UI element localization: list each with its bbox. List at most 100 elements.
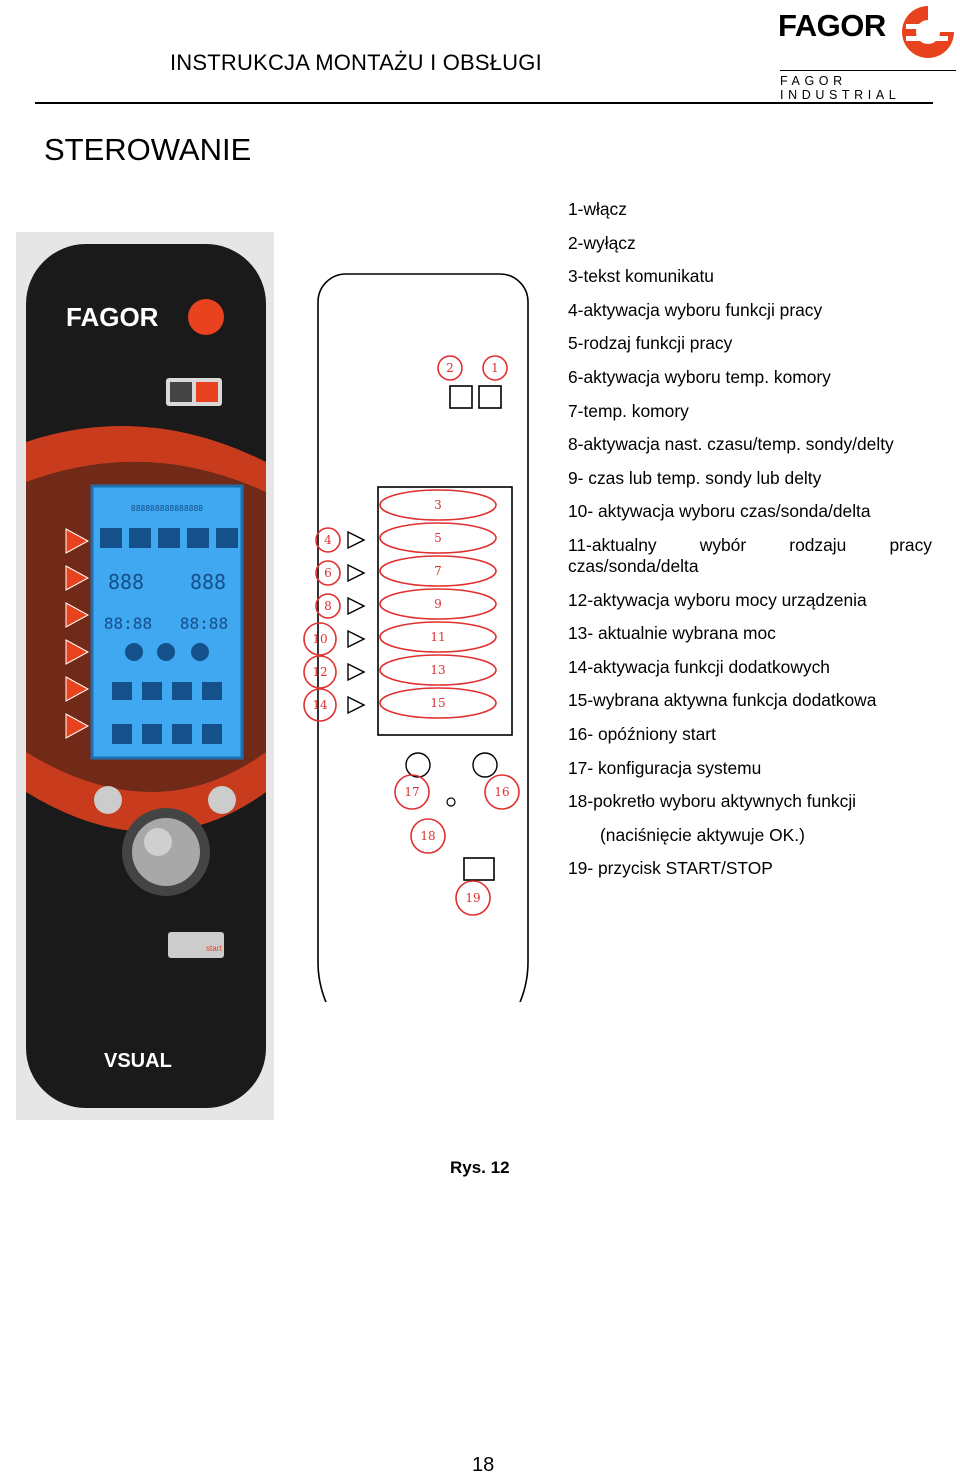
diagram-off-button [449, 385, 473, 409]
diagram-marker-circle [394, 774, 430, 810]
side-marker-label-5: 14 [312, 698, 328, 712]
panel-brand-text: FAGOR [66, 302, 159, 332]
diagram-config-button [405, 752, 431, 778]
legend-item-15: 15-wybrana aktywna funkcja dodatkowa [568, 690, 877, 711]
legend-item-4: 4-aktywacja wyboru funkcji pracy [568, 299, 823, 320]
diagram-arrow-icon [347, 530, 366, 550]
panel-config-button [94, 786, 122, 814]
diagram-arrow-icon [347, 596, 366, 616]
panel-delay-button [208, 786, 236, 814]
diagram-knob [446, 797, 456, 807]
diagram-marker-circle [455, 880, 491, 916]
diagram-marker-oval [379, 489, 497, 521]
legend-item-12: 12-aktywacja wyboru mocy urządzenia [568, 589, 867, 610]
legend-item-14: 14-aktywacja funkcji dodatkowych [568, 656, 830, 677]
oval-marker-label-6: 15 [430, 696, 445, 710]
legend-item-2: 2-wyłącz [568, 232, 636, 253]
diagram-marker-circle [410, 818, 446, 854]
lcd-temp-right: 888 [190, 570, 226, 594]
legend-item-1: 1-włącz [568, 199, 627, 219]
bottom-marker-label-1: 16 [494, 785, 509, 799]
lcd-mode-icon [158, 528, 180, 548]
lcd-extra-icon [172, 724, 192, 744]
oval-marker-label-2: 7 [434, 564, 442, 578]
legend-item-3: 3-tekst komunikatu [568, 266, 714, 287]
fagor-swoosh-icon [902, 6, 954, 58]
oval-marker-label-0: 3 [434, 498, 442, 512]
panel-arrow-button [65, 639, 90, 665]
lcd-extra-icon [202, 724, 222, 744]
lcd-temp-left: 888 [108, 570, 144, 594]
lcd-power-icon [142, 682, 162, 700]
panel-arrow-button [65, 528, 90, 554]
top-marker-label-0: 2 [446, 361, 454, 375]
legend-item-5: 5-rodzaj funkcji pracy [568, 333, 733, 354]
diagram-panel-outline [317, 273, 529, 1002]
diagram-marker-circle [303, 688, 337, 722]
lcd-time-left: 88:88 [104, 614, 152, 633]
legend-item-19: 19- przycisk START/STOP [568, 858, 773, 879]
side-marker-label-3: 10 [312, 632, 327, 646]
diagram-arrow-icon [347, 662, 366, 682]
legend-item-18-note: (naciśnięcie aktywuje OK.) [600, 824, 805, 845]
diagram-marker-oval [379, 588, 497, 620]
diagram-marker-circle [315, 527, 341, 553]
lcd-mode-icon [187, 528, 209, 548]
oval-marker-label-4: 11 [430, 630, 445, 644]
diagram-marker-circle [437, 355, 463, 381]
lcd-extra-icon [112, 724, 132, 744]
side-marker-label-1: 6 [324, 566, 332, 580]
diagram-marker-circle [303, 655, 337, 689]
diagram-marker-oval [379, 522, 497, 554]
lcd-mode-icon [100, 528, 122, 548]
bottom-marker-label-0: 17 [404, 785, 419, 799]
diagram-delay-button [472, 752, 498, 778]
legend-item-6: 6-aktywacja wyboru temp. komory [568, 366, 831, 387]
section-title: STEROWANIE [44, 132, 252, 167]
bottom-marker-label-2: 18 [420, 829, 435, 843]
bottom-marker-label-3: 19 [465, 891, 480, 905]
panel-swoosh-icon [188, 299, 224, 335]
oval-marker-label-3: 9 [434, 597, 442, 611]
diagram-marker-circle [303, 622, 337, 656]
legend-item-11: 11-aktualny wybór rodzaju pracy czas/son… [568, 534, 932, 576]
legend-item-16: 16- opóźniony start [568, 723, 716, 744]
diagram-marker-oval [379, 555, 497, 587]
side-marker-label-0: 4 [324, 533, 332, 547]
diagram-arrow-icon [347, 563, 366, 583]
diagram-marker-circle [315, 560, 341, 586]
diagram-on-button [478, 385, 502, 409]
lcd-clock-icon [157, 643, 175, 661]
diagram-start-stop-button [463, 857, 495, 881]
side-marker-label-2: 8 [324, 599, 332, 613]
control-panel-photo: FAGOR 888888888888888 888 888 88:88 88:8… [16, 232, 274, 1120]
lcd-power-icon [112, 682, 132, 700]
lcd-time-right: 88:88 [180, 614, 228, 633]
lcd-mode-icon [129, 528, 151, 548]
figure-caption: Rys. 12 [450, 1158, 510, 1177]
oval-marker-label-5: 13 [430, 663, 445, 677]
document-header-title: INSTRUKCJA MONTAŻU I OBSŁUGI [170, 50, 542, 75]
diagram-marker-circle [315, 593, 341, 619]
fagor-industrial-logo: FAGOR FAGOR INDUSTRIAL [776, 4, 956, 102]
brand-subtitle: FAGOR INDUSTRIAL [780, 74, 901, 102]
legend-item-9: 9- czas lub temp. sondy lub delty [568, 467, 822, 488]
legend-item-8: 8-aktywacja nast. czasu/temp. sondy/delt… [568, 434, 894, 455]
top-marker-label-1: 1 [491, 361, 499, 375]
diagram-marker-oval [379, 654, 497, 686]
controls-legend-list: 1-włącz 2-wyłącz 3-tekst komunikatu 4-ak… [568, 199, 932, 879]
oval-marker-label-1: 5 [434, 531, 442, 545]
diagram-display-outline [377, 486, 513, 736]
lcd-timer-icon [125, 643, 143, 661]
lcd-mode-icon [216, 528, 238, 548]
diagram-arrow-icon [347, 629, 366, 649]
side-marker-label-4: 12 [312, 665, 327, 679]
panel-arrow-button [65, 602, 90, 628]
diagram-arrow-icon [347, 695, 366, 715]
panel-arrow-button [65, 713, 90, 739]
lcd-power-icon [202, 682, 222, 700]
legend-item-17: 17- konfiguracja systemu [568, 757, 762, 778]
brand-divider [780, 70, 956, 71]
panel-arrow-button [65, 565, 90, 591]
